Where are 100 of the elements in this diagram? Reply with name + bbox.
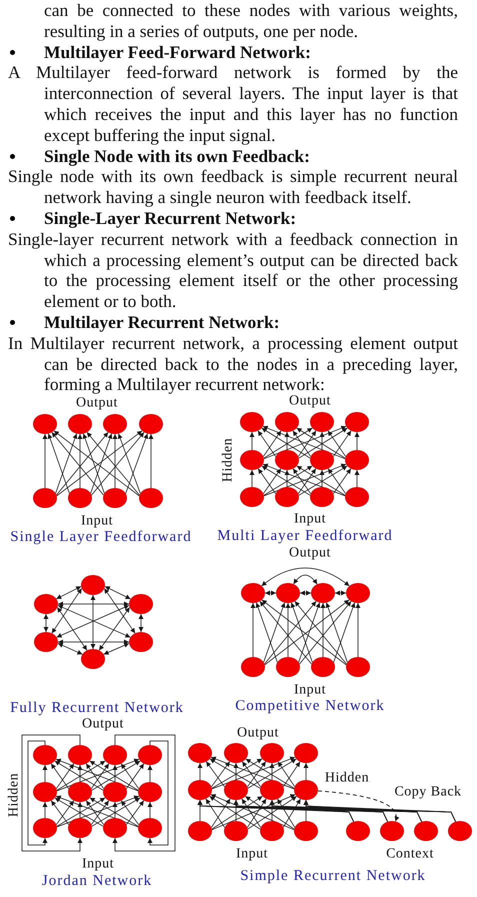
connection-arrow [277, 798, 296, 828]
connection-arrow [90, 763, 110, 790]
connection-arrow [284, 432, 290, 450]
neuron-node [311, 657, 335, 677]
connection-arrow [320, 432, 324, 450]
layer-label: Hidden [6, 772, 22, 818]
neuron-node [138, 818, 162, 838]
neuron-node [380, 821, 404, 841]
connection-arrow [241, 798, 262, 828]
body-text: Single node with its own feedback is simple recurrent neural network having a single neuron with feedback itself. [8, 166, 458, 208]
connection-arrow [320, 602, 326, 658]
connection-arrow [125, 433, 148, 494]
connection-arrow [148, 434, 154, 488]
connection-arrow [104, 588, 136, 634]
neuron-node [68, 745, 92, 765]
connection-arrow [22, 734, 82, 852]
connection-arrow [78, 434, 82, 488]
neuron-node [103, 488, 127, 508]
connection-arrow [334, 590, 346, 596]
connection-arrow [78, 802, 82, 818]
connection-arrow [118, 433, 141, 494]
neuron-node [345, 412, 369, 432]
connection-arrow [332, 468, 352, 494]
neuron-node [345, 450, 369, 470]
connection-arrow [90, 594, 96, 650]
connection-arrow [298, 602, 320, 663]
neuron-node [139, 414, 163, 434]
neuron-node [260, 821, 284, 841]
neuron-node [275, 450, 299, 470]
connection-arrow [51, 588, 82, 634]
neuron-node [103, 414, 127, 434]
connection-arrow [300, 590, 312, 596]
figure-caption: Simple Recurrent Network [240, 868, 426, 884]
connection-arrow [42, 802, 48, 818]
layer-label: Input [294, 682, 326, 698]
layer-label: Output [76, 396, 118, 410]
connection-arrow [56, 606, 88, 651]
connection-arrow [333, 602, 356, 663]
connection-arrow [86, 763, 104, 790]
figure-caption: Fully Recurrent Network [10, 700, 184, 716]
neuron-node [188, 821, 212, 841]
neuron-node [310, 450, 334, 470]
connection-arrow [292, 468, 312, 494]
layer-label: Hidden [220, 438, 236, 482]
connection-arrow [50, 763, 70, 790]
neuron-node [138, 782, 162, 802]
layer-label: Hidden [324, 770, 370, 786]
layer-label: Output [82, 716, 124, 732]
connection-arrow [56, 763, 74, 790]
connection-arrow [262, 430, 282, 457]
layer-label: Context [386, 846, 434, 862]
neuron-node [34, 594, 58, 614]
connection-arrow [332, 430, 352, 457]
section-heading: Single Node with its own Feedback: [44, 146, 310, 166]
neuron-node [33, 745, 57, 765]
connection-arrow [42, 434, 48, 488]
connection-arrow [48, 433, 70, 494]
neuron-node [294, 780, 318, 800]
connection-arrow [250, 470, 254, 488]
connection-arrow [356, 602, 360, 658]
connection-arrow [211, 761, 230, 788]
connection-arrow [42, 764, 48, 782]
connection-arrow [78, 764, 82, 782]
neuron-node [224, 821, 248, 841]
connection-arrow [90, 433, 112, 494]
neuron-node [103, 818, 127, 838]
connection-arrow [282, 761, 300, 787]
neuron-node [129, 594, 153, 614]
connection-arrow [326, 602, 348, 663]
connection-arrow [256, 602, 278, 663]
figure-caption: Single Layer Feedforward [10, 529, 192, 545]
connection-arrow [148, 740, 168, 846]
connection-arrow [258, 430, 276, 457]
connection-arrow [103, 642, 130, 655]
neuron-node [311, 583, 335, 603]
figure-caption: Multi Layer Feedforward [217, 528, 393, 544]
neuron-node [310, 487, 334, 507]
layer-label: Input [294, 512, 326, 526]
section-heading: Single-Layer Recurrent Network: [44, 208, 296, 229]
connection-arrow [292, 430, 312, 457]
neuron-node [129, 632, 153, 652]
connection-arrow [354, 470, 360, 488]
connection-arrow [263, 602, 286, 663]
neuron-node [33, 488, 57, 508]
neuron-node [240, 412, 264, 432]
connection-arrow [210, 798, 231, 828]
connection-arrow [270, 762, 274, 780]
figure-caption: Jordan Network [42, 873, 152, 889]
neuron-node [260, 743, 284, 763]
connection-arrow [286, 602, 290, 658]
connection-arrow [112, 734, 176, 852]
connection-arrow [250, 602, 256, 658]
section-heading: Multilayer Feed-Forward Network: [44, 42, 311, 62]
neuron-node [276, 583, 300, 603]
connection-arrow [246, 798, 267, 828]
neuron-node [68, 818, 92, 838]
connection-arrow [112, 802, 118, 818]
neuron-node [188, 743, 212, 763]
connection-arrow [198, 762, 202, 780]
neuron-node [81, 649, 105, 669]
